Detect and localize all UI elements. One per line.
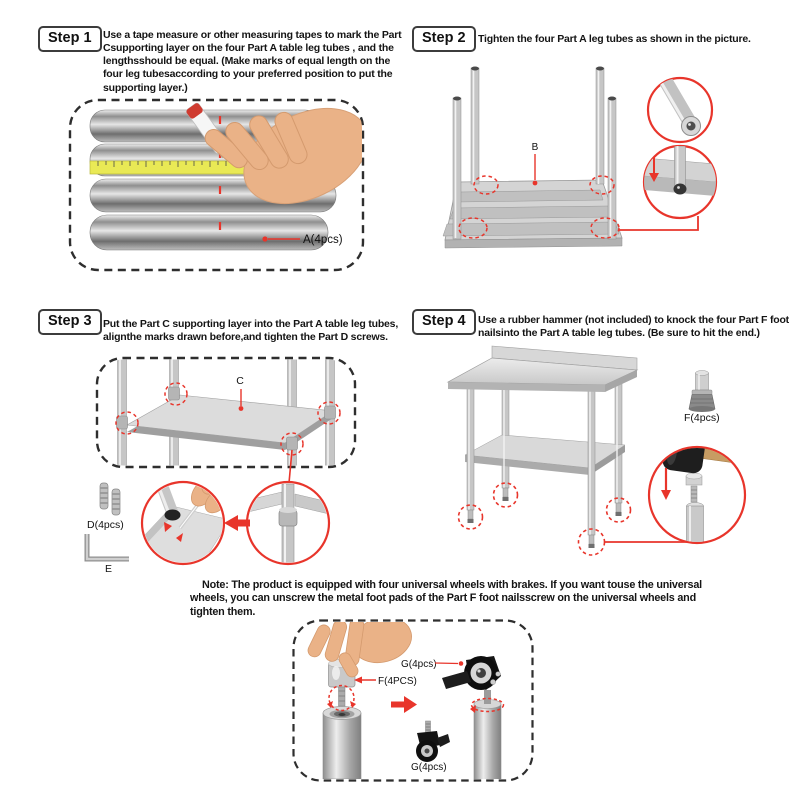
work-table-illustration <box>446 345 639 548</box>
hand-icon <box>307 622 412 678</box>
hand-with-marker-icon <box>186 102 362 205</box>
hammer-detail-circle <box>647 445 747 545</box>
step-2-instructions: Tighten the four Part A leg tubes as sho… <box>478 33 751 45</box>
leg-insert-detail-circle <box>642 144 718 220</box>
detail-connector-line <box>619 216 699 231</box>
foot-nail-icon <box>688 370 716 412</box>
shelf-on-legs-illustration <box>116 359 336 466</box>
screw-tighten-detail-circle <box>140 480 226 566</box>
step-2-badge-label: Step 2 <box>422 30 466 46</box>
step-4-instructions: Use a rubber hammer (not included) to kn… <box>478 314 789 340</box>
part-a-label: A(4pcs) <box>303 234 343 246</box>
caster-on-tube <box>442 656 505 779</box>
part-f-callout: F(4PCS) <box>354 676 417 687</box>
left-arrow <box>224 515 250 531</box>
allen-key-icon <box>84 534 129 562</box>
step-3-figure: C <box>84 356 357 575</box>
unscrew-highlight-circle <box>328 684 355 712</box>
set-screws-icon <box>99 482 121 516</box>
corner-joint-detail-circle <box>245 480 331 566</box>
foot-highlight-circles <box>457 482 632 556</box>
part-d-label: D(4pcs) <box>87 519 124 531</box>
leg-joint-highlight-circles <box>458 175 620 239</box>
upside-down-table-illustration <box>442 66 623 249</box>
step-4-badge: Step 4 <box>412 309 476 335</box>
shelf-joint-highlight-circles <box>115 382 341 456</box>
caster-wheel-icon <box>442 656 501 690</box>
wheel-note-text: Note: The product is equipped with four … <box>190 579 702 618</box>
part-c-label: C <box>236 375 244 387</box>
step-4-figure: F(4pcs) <box>446 345 747 556</box>
small-caster-icon <box>416 720 450 762</box>
step-4-badge-label: Step 4 <box>422 313 466 329</box>
part-a-callout: A(4pcs) <box>262 234 343 246</box>
step-1-badge: Step 1 <box>38 26 102 52</box>
step-1-badge-label: Step 1 <box>48 30 92 46</box>
leg-tube-with-socket <box>322 706 362 779</box>
part-g-top-callout: G(4pcs) <box>401 659 464 670</box>
step-1-instructions: Use a tape measure or other measuring ta… <box>103 29 402 94</box>
step-2-badge: Step 2 <box>412 26 476 52</box>
part-f-caps-label: F(4PCS) <box>378 676 417 687</box>
part-e-label: E <box>105 563 112 575</box>
part-b-label: B <box>532 142 539 153</box>
tube-end-detail-circle <box>646 76 714 144</box>
wheel-note-figure: G(4pcs) F(4PCS) G(4pcs) <box>292 619 534 782</box>
right-arrow <box>391 696 417 713</box>
part-g-bottom-label: G(4pcs) <box>411 762 447 773</box>
table-feet <box>467 487 622 548</box>
part-c-callout: C <box>236 375 244 411</box>
step-3-badge-label: Step 3 <box>48 313 92 329</box>
step-1-figure: A(4pcs) <box>68 98 365 272</box>
step-2-figure: B <box>442 66 718 249</box>
part-b-callout: B <box>532 142 539 186</box>
part-g-top-label: G(4pcs) <box>401 659 437 670</box>
part-f-label: F(4pcs) <box>684 412 720 424</box>
step-3-badge: Step 3 <box>38 309 102 335</box>
step-3-instructions: Put the Part C supporting layer into the… <box>103 318 399 344</box>
detail-connector-line <box>288 449 293 484</box>
